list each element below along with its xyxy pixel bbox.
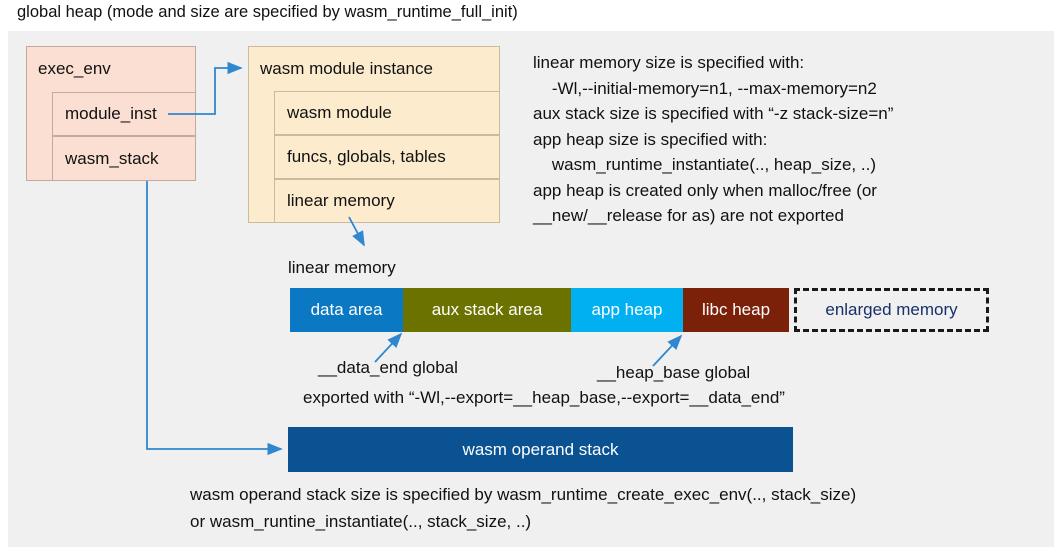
page-title: global heap (mode and size are specified… [17,3,518,21]
memory-segment-enlarged-memory: enlarged memory [794,288,989,332]
module-row-linear-memory: linear memory [274,179,500,223]
wasm-operand-stack-box: wasm operand stack [288,427,793,472]
exec-env-row-module-inst: module_inst [52,92,196,136]
memory-segment-aux-stack-area: aux stack area [403,288,571,332]
memory-segment-data-area: data area [290,288,403,332]
wasm-module-instance-header: wasm module instance [260,58,433,78]
memory-config-notes: linear memory size is specified with: -W… [533,53,894,225]
memory-segment-app-heap: app heap [571,288,683,332]
memory-segment-libc-heap: libc heap [683,288,789,332]
module-row-wasm-module: wasm module [274,91,500,135]
exec-env-row-wasm-stack: wasm_stack [52,136,196,181]
linear-memory-label: linear memory [288,258,396,277]
annotation-heap-base: __heap_base global [597,363,751,382]
operand-stack-notes: wasm operand stack size is specified by … [190,485,857,531]
annotation-data-end: __data_end global [318,358,458,377]
exec-env-header: exec_env [38,59,111,78]
module-row-funcs-globals-tables: funcs, globals, tables [274,135,500,179]
annotation-exported-with: exported with “-Wl,--export=__heap_base,… [303,388,785,407]
